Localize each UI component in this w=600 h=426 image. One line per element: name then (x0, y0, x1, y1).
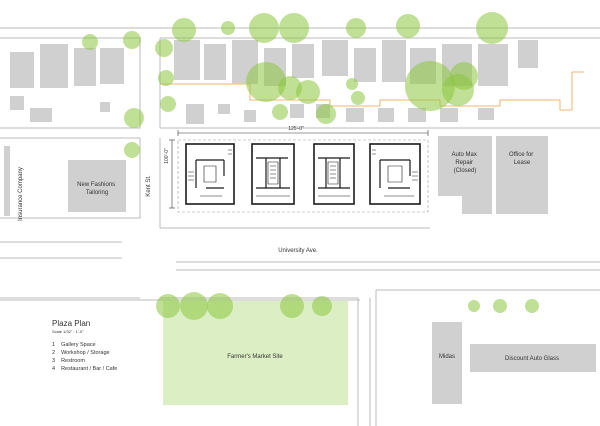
discount-auto-glass-label: Discount Auto Glass (505, 356, 559, 362)
floor-plan-module-4 (369, 143, 421, 205)
office-lease-building (496, 136, 548, 214)
plaza-boundary (177, 139, 429, 213)
legend-scale: Scale 1/32" : 1'-0" (52, 329, 84, 334)
discount-auto-glass-building (470, 344, 596, 372)
university-ave-label: University Ave. (278, 248, 318, 254)
dimension-depth-label: 100'-0" (164, 148, 170, 164)
farmers-market-label: Farmer's Market Site (227, 354, 283, 360)
west-buildings (4, 146, 126, 216)
legend-title: Plaza Plan (52, 319, 90, 328)
insurance-company-label: Insurance Company (18, 167, 24, 221)
office-lease-label: Office for Lease (509, 152, 535, 166)
midas-label: Midas (439, 354, 455, 360)
kent-st-label: Kent St. (146, 175, 152, 197)
north-houses (10, 40, 538, 124)
plaza-dimensions (169, 130, 429, 209)
dimension-width-label: 125'-0" (288, 126, 304, 132)
floor-plan-module-1 (185, 143, 235, 205)
floor-plans (185, 143, 421, 205)
new-fashions-label: New Fashions Tailoring (77, 182, 117, 196)
midas-building (432, 322, 462, 404)
floor-plan-module-3 (313, 143, 355, 205)
auto-max-building (438, 136, 492, 214)
trees (82, 12, 539, 320)
floor-plan-module-2 (251, 143, 295, 205)
east-buildings (432, 136, 596, 404)
auto-max-label: Auto Max Repair (Closed) (451, 152, 478, 174)
new-fashions-building (68, 160, 126, 212)
